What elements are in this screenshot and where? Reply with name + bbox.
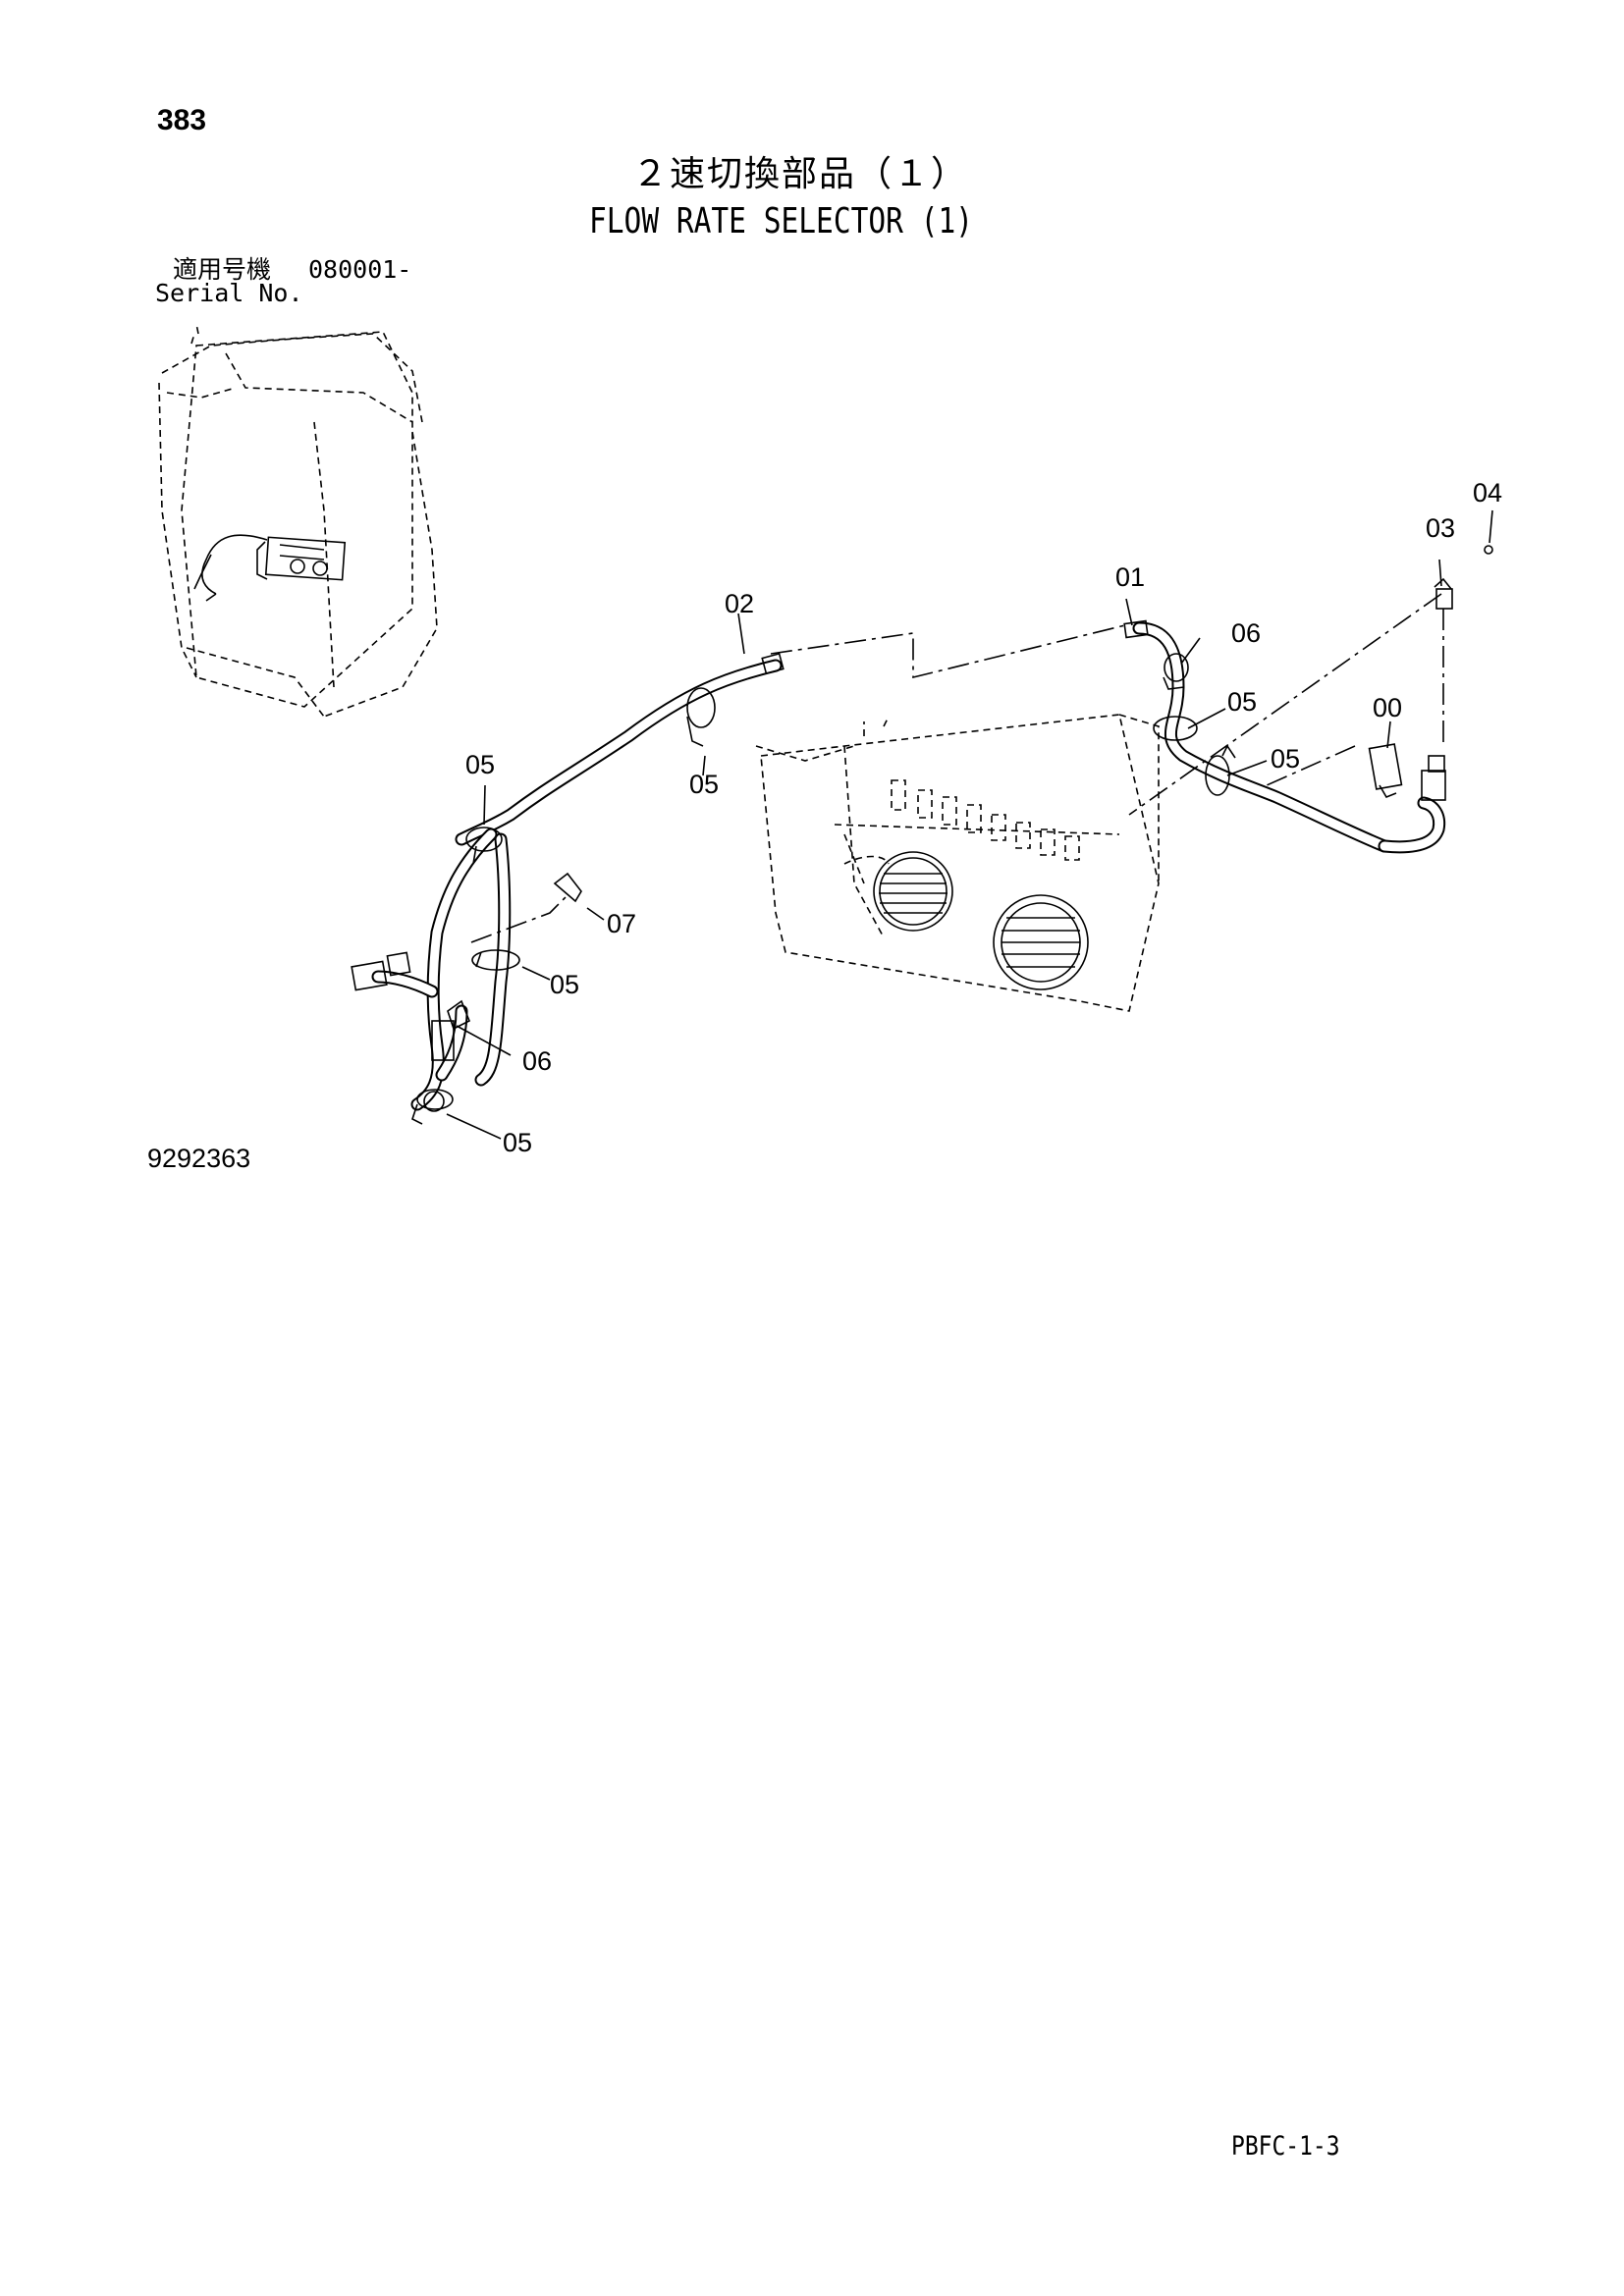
callout-05-left-mid: 05 — [550, 970, 579, 999]
harness-01 — [1123, 545, 1493, 854]
reference-lines — [470, 593, 1444, 943]
callout-03: 03 — [1426, 513, 1455, 543]
page-code: PBFC-1-3 — [1231, 2131, 1340, 2162]
page-number: 383 — [157, 104, 207, 136]
callout-05-left-top: 05 — [465, 750, 495, 779]
monitor-panel-illustration — [755, 714, 1160, 1012]
figure-number: 9292363 — [147, 1144, 251, 1173]
serial-label-english: Serial No. — [155, 279, 303, 307]
callout-labels: 02 01 06 05 05 00 03 04 05 05 07 05 06 0… — [465, 478, 1502, 1157]
callout-02: 02 — [725, 589, 754, 618]
callout-05-right-a: 05 — [1227, 687, 1257, 717]
callout-05-right-b: 05 — [1271, 744, 1300, 774]
harness-02 — [351, 652, 785, 1125]
callout-06-left: 06 — [522, 1046, 552, 1076]
callout-06-right: 06 — [1231, 618, 1261, 648]
leader-lines — [446, 509, 1493, 1140]
callout-05-left-bottom: 05 — [503, 1128, 532, 1157]
callout-01: 01 — [1115, 562, 1145, 592]
callout-04: 04 — [1473, 478, 1502, 507]
serial-number: 080001- — [308, 255, 412, 284]
serial-label-japanese: 適用号機 — [173, 255, 272, 284]
clamps — [416, 687, 716, 1110]
callout-07: 07 — [607, 909, 636, 938]
title-english: FLOW RATE SELECTOR (1) — [589, 201, 973, 241]
callout-00: 00 — [1373, 693, 1402, 722]
cab-inset-illustration — [158, 323, 438, 718]
callout-05-mid: 05 — [689, 770, 719, 799]
title-japanese: ２速切換部品（１） — [632, 154, 969, 194]
